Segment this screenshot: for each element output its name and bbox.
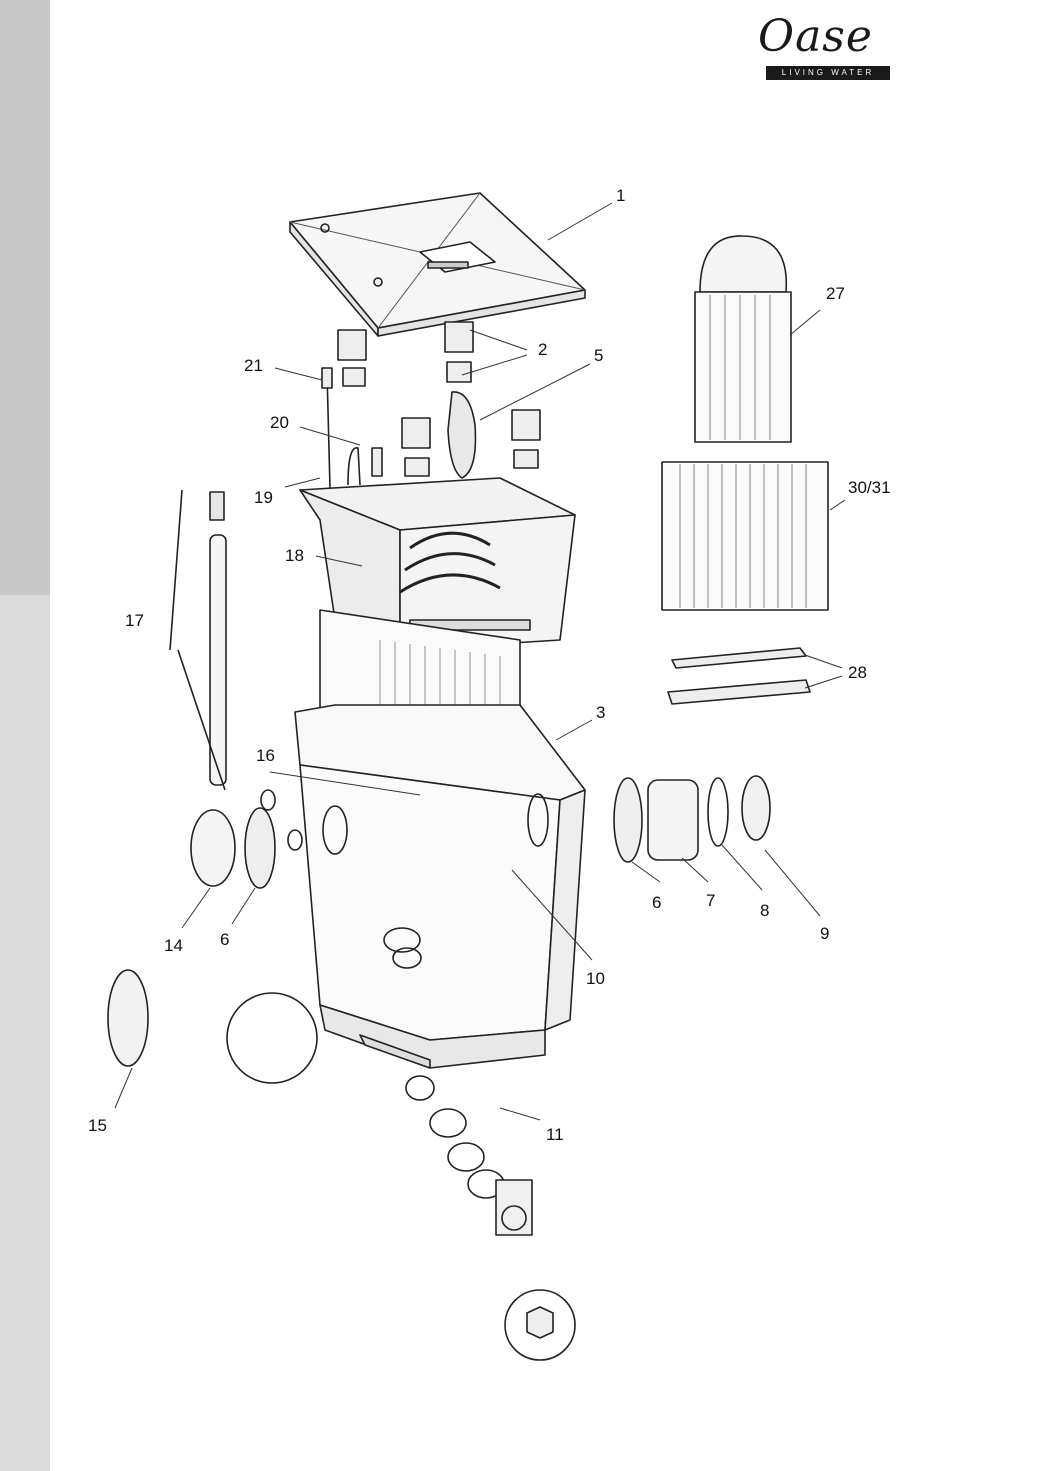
callout-21: 21 bbox=[244, 356, 263, 375]
callout-2: 2 bbox=[538, 340, 548, 359]
brand-wordmark: Oase bbox=[758, 11, 873, 62]
callout-5: 5 bbox=[594, 346, 604, 365]
clip-parts bbox=[337, 321, 541, 477]
leader-lines bbox=[114, 202, 846, 1121]
callout-6-left: 6 bbox=[220, 930, 230, 949]
callout-19: 19 bbox=[254, 488, 273, 507]
callout-27: 27 bbox=[826, 284, 845, 303]
detail-circle-upper bbox=[226, 992, 318, 1084]
callout-18: 18 bbox=[285, 546, 304, 565]
brush-parts bbox=[667, 647, 811, 705]
left-fittings bbox=[190, 789, 303, 889]
brand-tagline: LIVING WATER bbox=[781, 68, 875, 77]
main-housing-part bbox=[294, 704, 586, 1069]
callout-6-right: 6 bbox=[652, 893, 662, 912]
callout-3: 3 bbox=[596, 703, 606, 722]
cartridge-part bbox=[694, 235, 792, 443]
clamp-ring-part bbox=[107, 969, 149, 1067]
callout-30-31: 30/31 bbox=[848, 478, 891, 497]
foam-filter-part bbox=[661, 461, 829, 611]
callout-10: 10 bbox=[586, 969, 605, 988]
callout-28: 28 bbox=[848, 663, 867, 682]
sidebar-band-dark bbox=[0, 0, 50, 595]
lid-part bbox=[289, 192, 586, 337]
drain-assembly-part bbox=[405, 1075, 533, 1236]
callout-17: 17 bbox=[125, 611, 144, 630]
callout-1: 1 bbox=[616, 186, 626, 205]
callout-14: 14 bbox=[164, 936, 183, 955]
callout-11: 11 bbox=[546, 1125, 564, 1144]
hose-part bbox=[169, 489, 227, 791]
brand-logo: Oase LIVING WATER bbox=[758, 12, 908, 82]
brand-tag-bar bbox=[766, 66, 890, 80]
callout-9: 9 bbox=[820, 924, 830, 943]
nozzle-part bbox=[447, 391, 477, 479]
callout-20: 20 bbox=[270, 413, 289, 432]
callout-15: 15 bbox=[88, 1116, 107, 1135]
callout-7: 7 bbox=[706, 891, 716, 910]
right-fittings bbox=[613, 775, 771, 863]
callout-8: 8 bbox=[760, 901, 770, 920]
sidebar-band-light bbox=[0, 595, 50, 1471]
basket-part bbox=[299, 477, 576, 651]
callout-16: 16 bbox=[256, 746, 275, 765]
